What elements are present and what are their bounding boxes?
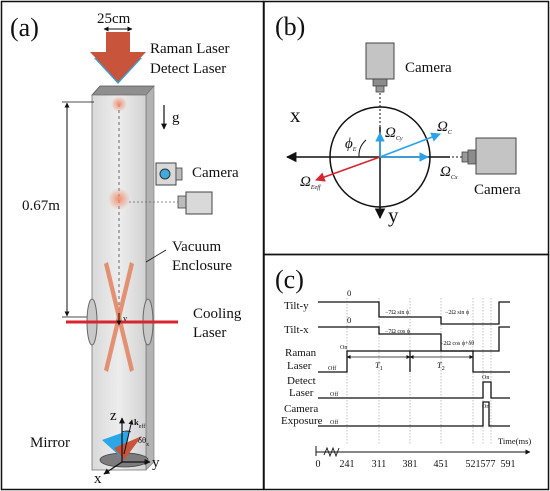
panel-a-label: (a) — [10, 13, 39, 42]
panel-c-label: (c) — [275, 265, 304, 294]
tick-label: 381 — [403, 459, 418, 470]
y-axis-label: y — [388, 203, 399, 227]
vacuum-label-1: Vacuum — [172, 239, 221, 255]
raman-laser-trace — [318, 350, 510, 373]
tilt-x-trace — [318, 326, 510, 352]
tube-top-face — [91, 85, 155, 96]
keff-arrow — [123, 419, 134, 455]
mirror-axis-x-label: x — [94, 471, 102, 487]
tube-side-face — [145, 85, 155, 471]
tick-label: 451 — [434, 459, 449, 470]
dtheta-arc — [121, 430, 132, 433]
omega-cx-label: ΩCx — [440, 164, 458, 181]
atom-velocity-label: v — [123, 313, 128, 323]
tick-label: 0 — [316, 459, 321, 470]
omega-c-vector — [379, 132, 441, 158]
cooling-label-2: Laser — [193, 325, 226, 341]
camera-b-right-label: Camera — [474, 182, 521, 198]
mirror-axis-y-label: y — [152, 455, 160, 471]
omega-eeff-label: ΩEeff — [300, 174, 322, 191]
row-label-tilt-y: Tilt-y — [284, 300, 309, 312]
camera-b-top — [365, 42, 395, 93]
time-axis-label: Time(ms) — [498, 436, 531, 446]
tilt-x-level-2: −2Ω cos ϕ+δθ — [440, 341, 474, 347]
tick-label: 577 — [481, 459, 496, 470]
detect-laser-trace — [318, 381, 510, 399]
omega-cy-label: ΩCy — [385, 125, 403, 142]
camera-a-lower — [177, 191, 213, 215]
camera-a-label: Camera — [192, 165, 239, 181]
camera-exposure-trace — [318, 401, 510, 427]
phi-label: ϕE — [345, 136, 357, 153]
phi-arc — [358, 139, 367, 158]
vacuum-pointer — [145, 249, 167, 263]
raman-laser-label: Raman Laser — [150, 41, 230, 57]
tilt-x-level-1: −7Ω cos ϕ — [385, 329, 410, 335]
camera-b-top-label: Camera — [405, 60, 452, 76]
mirror-label: Mirror — [30, 435, 70, 451]
tick-label: 241 — [340, 459, 355, 470]
tilt-y-zero: 0 — [347, 288, 351, 298]
mirror-axis-x — [103, 461, 123, 475]
detect-off: Off — [330, 391, 338, 398]
camera-a-upper — [155, 162, 183, 186]
x-axis-label: x — [290, 103, 301, 127]
camera-b-right — [461, 137, 517, 175]
panel-a: (a) 25cm Raman Laser Detect Laser g 0.67… — [0, 0, 265, 491]
row-label-detect-1: Detect — [287, 375, 316, 387]
beam-width-label: 25cm — [97, 11, 131, 27]
vacuum-tube — [91, 94, 147, 471]
camera-off: Off — [330, 419, 338, 426]
tick-label: 521 — [466, 459, 481, 470]
raman-laser-beam — [90, 32, 146, 82]
detect-laser-label: Detect Laser — [150, 61, 226, 77]
keff-label: keff — [134, 417, 145, 430]
atom-cloud-top — [111, 96, 127, 112]
tilt-y-level-2: −2Ω sin ϕ — [445, 310, 469, 316]
panel-c-border — [263, 253, 550, 491]
vacuum-label-2: Enclosure — [172, 258, 232, 274]
row-label-camera-1: Camera — [284, 403, 318, 415]
axis-break — [323, 446, 340, 458]
panel-c: (c) Tilt-y Tilt-x Raman Laser Detect Las… — [263, 253, 550, 491]
tilt-y-level-1: −7Ω sin ϕ — [385, 310, 409, 316]
mirror-beam-red — [114, 436, 142, 460]
raman-on: On — [340, 345, 347, 351]
gravity-label: g — [172, 110, 180, 126]
omega-c-label: ΩC — [437, 119, 453, 136]
atom-cloud-mid — [108, 188, 130, 210]
cooling-label-1: Cooling — [193, 306, 242, 322]
row-label-raman-2: Laser — [287, 360, 312, 372]
tick-label: 311 — [372, 459, 387, 470]
raman-off: Off — [328, 365, 336, 372]
dtheta-label: δθx — [138, 435, 149, 448]
camera-on: On — [482, 404, 489, 410]
t1-label: T1 — [375, 360, 383, 372]
row-label-raman-1: Raman — [285, 347, 317, 359]
row-label-detect-2: Laser — [289, 387, 314, 399]
t2-label: T2 — [437, 360, 445, 372]
tilt-x-zero: 0 — [347, 315, 351, 325]
panel-b-border — [263, 0, 550, 256]
time-tick-labels: 0 241 311 381 451 521 577 591 — [316, 459, 516, 470]
tilt-y-trace — [318, 301, 510, 325]
omega-eeff-vector — [315, 156, 381, 182]
panel-b: (b) Camera Camera x y ϕE ΩC ΩCy — [263, 0, 550, 256]
time-gridlines — [346, 298, 492, 444]
row-label-camera-2: Exposure — [281, 415, 323, 427]
detect-on: On — [482, 375, 489, 381]
mirror-axis-z-label: z — [110, 408, 117, 424]
height-label: 0.67m — [22, 198, 60, 214]
tick-label: 591 — [501, 459, 516, 470]
row-label-tilt-x: Tilt-x — [284, 324, 309, 336]
panel-b-label: (b) — [275, 12, 305, 41]
